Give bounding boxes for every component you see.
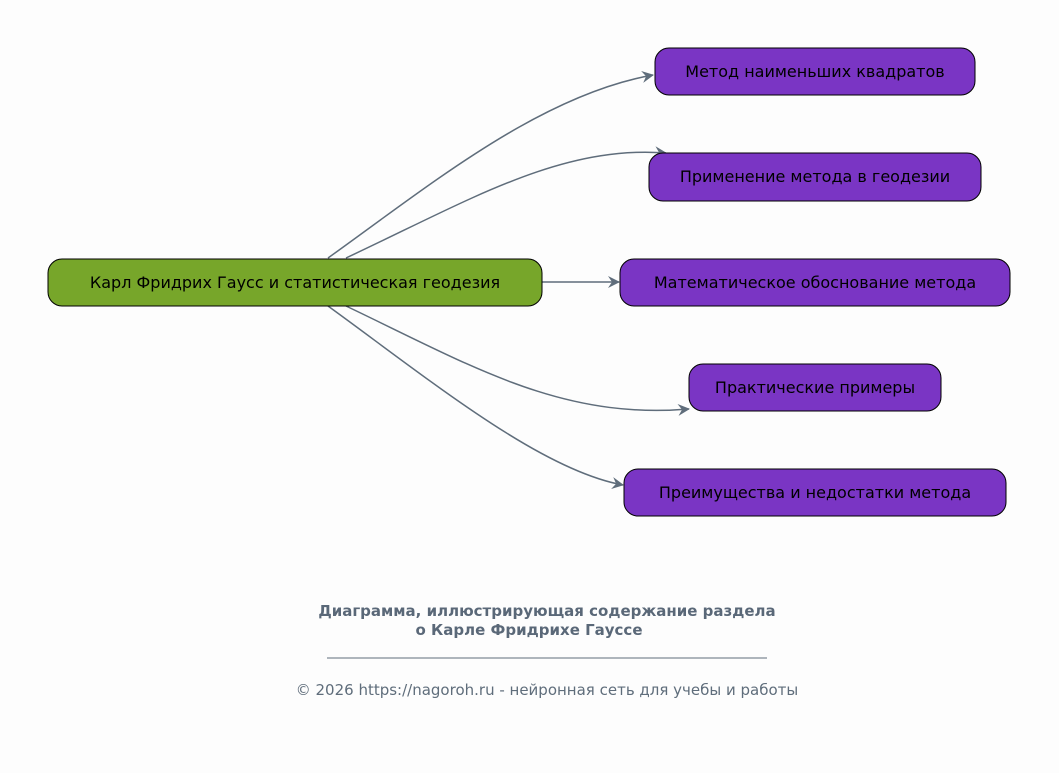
caption-line-2: о Карле Фридрихе Гауссе (416, 621, 643, 639)
footer-copyright: © 2026 https://nagoroh.ru - нейронная се… (296, 681, 799, 699)
edge-to-least-squares (327, 71, 654, 259)
child-node-label: Преимущества и недостатки метода (659, 483, 971, 502)
child-node-least-squares[interactable]: Метод наименьших квадратов (654, 47, 976, 96)
child-node-pros-cons[interactable]: Преимущества и недостатки метода (623, 468, 1007, 517)
root-node[interactable]: Карл Фридрих Гаусс и статистическая геод… (47, 258, 543, 307)
edge-to-geodesy-application (345, 146, 667, 259)
child-node-label: Практические примеры (715, 378, 915, 397)
edge-to-practical-examples (345, 305, 690, 416)
child-node-geodesy-application[interactable]: Применение метода в геодезии (648, 152, 982, 202)
child-node-label: Применение метода в геодезии (680, 167, 950, 186)
child-node-label: Метод наименьших квадратов (685, 62, 944, 81)
caption-line-1: Диаграмма, иллюстрирующая содержание раз… (318, 602, 775, 620)
child-node-math-basis[interactable]: Математическое обоснование метода (619, 258, 1011, 307)
child-node-label: Математическое обоснование метода (654, 273, 976, 292)
child-node-practical-examples[interactable]: Практические примеры (688, 363, 942, 412)
edge-to-pros-cons (327, 305, 624, 489)
root-node-label: Карл Фридрих Гаусс и статистическая геод… (90, 273, 500, 292)
